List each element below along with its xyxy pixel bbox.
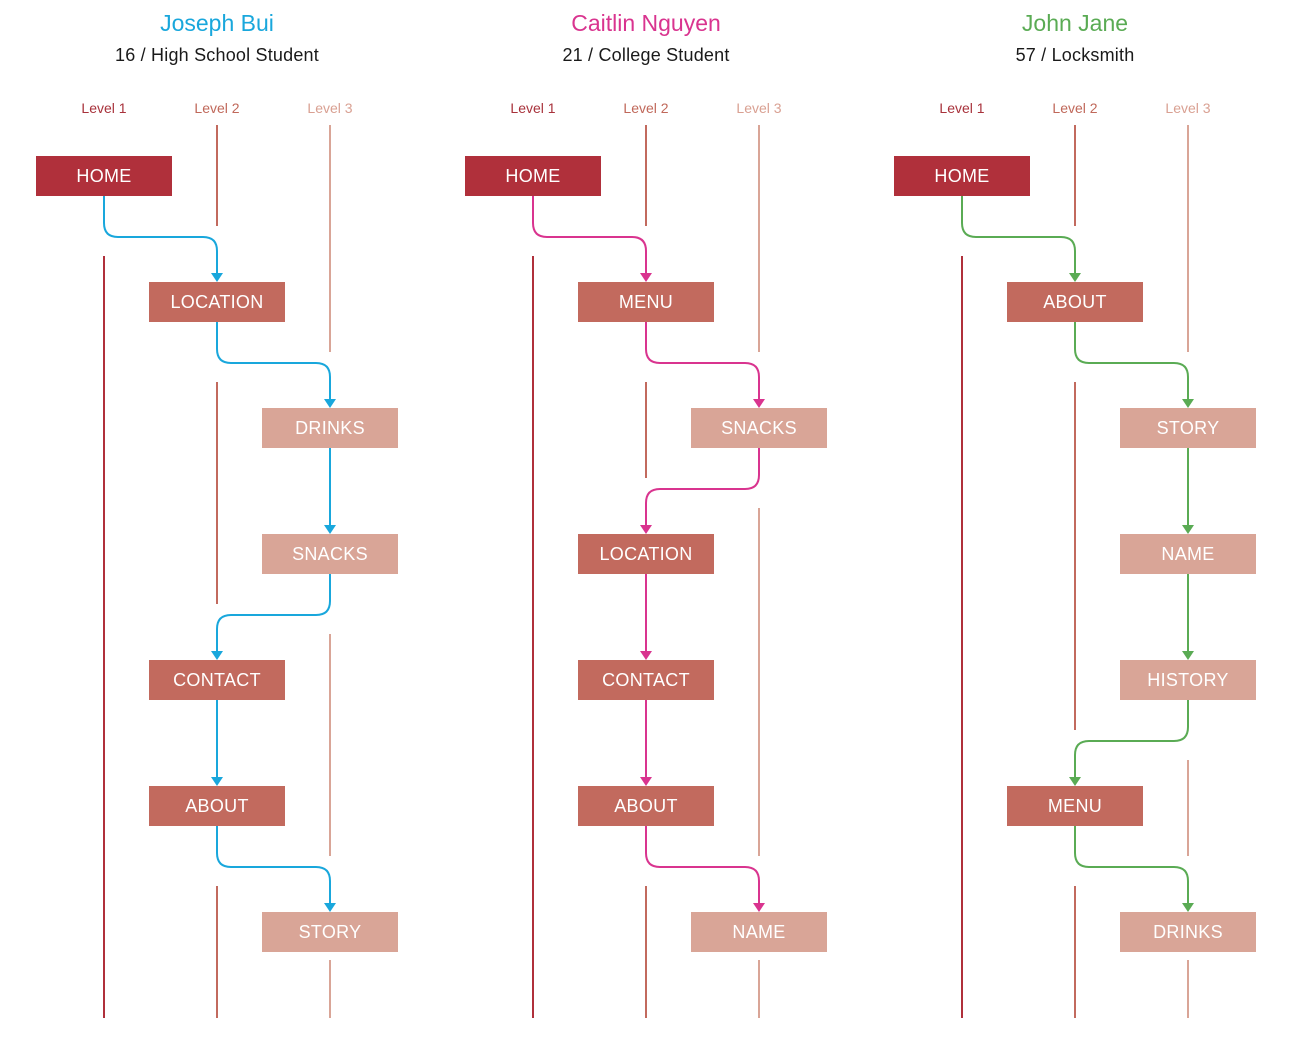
level-3-lane-line	[758, 960, 760, 1018]
page-node-contact: CONTACT	[578, 660, 714, 700]
page-node-history: HISTORY	[1120, 660, 1256, 700]
flow-connector	[645, 322, 760, 400]
arrowhead-icon	[1182, 399, 1194, 408]
arrowhead-icon	[1069, 273, 1081, 282]
persona-subtitle: 16 / High School Student	[115, 45, 319, 65]
level-2-lane-line	[645, 125, 647, 226]
flow-connector	[216, 826, 331, 904]
arrowhead-icon	[753, 399, 765, 408]
arrowhead-icon	[1182, 651, 1194, 660]
flow-connector	[216, 574, 331, 652]
page-node-story: STORY	[1120, 408, 1256, 448]
arrowhead-icon	[640, 273, 652, 282]
page-node-contact: CONTACT	[149, 660, 285, 700]
page-node-story: STORY	[262, 912, 398, 952]
flow-connector	[1074, 826, 1189, 904]
arrowhead-icon	[324, 525, 336, 534]
arrowhead-icon	[1182, 525, 1194, 534]
arrowhead-icon	[324, 399, 336, 408]
flow-connector	[103, 196, 218, 274]
arrowhead-icon	[324, 903, 336, 912]
persona-subtitle: 21 / College Student	[562, 45, 730, 65]
level-2-lane-line	[1074, 886, 1076, 1018]
level-2-lane-line	[216, 382, 218, 604]
flow-connector	[1074, 322, 1189, 400]
level-2-lane-line	[1074, 125, 1076, 226]
level-3-label: Level 3	[1165, 100, 1211, 116]
arrowhead-icon	[640, 525, 652, 534]
level-3-lane-line	[329, 960, 331, 1018]
level-1-lane-line	[103, 256, 105, 1018]
page-node-home: HOME	[36, 156, 172, 196]
page-node-home: HOME	[465, 156, 601, 196]
flow-connector	[961, 196, 1076, 274]
page-node-drinks: DRINKS	[262, 408, 398, 448]
arrowhead-icon	[1182, 903, 1194, 912]
level-3-lane-line	[1187, 960, 1189, 1018]
level-2-lane-line	[645, 886, 647, 1018]
arrowhead-icon	[211, 273, 223, 282]
level-3-lane-line	[329, 634, 331, 856]
level-3-label: Level 3	[736, 100, 782, 116]
page-node-menu: MENU	[578, 282, 714, 322]
arrowhead-icon	[753, 903, 765, 912]
page-node-menu: MENU	[1007, 786, 1143, 826]
level-2-label: Level 2	[1052, 100, 1098, 116]
page-node-snacks: SNACKS	[262, 534, 398, 574]
level-3-lane-line	[758, 508, 760, 856]
level-2-lane-line	[216, 886, 218, 1018]
arrowhead-icon	[1069, 777, 1081, 786]
level-1-label: Level 1	[939, 100, 985, 116]
flow-connector	[1074, 700, 1189, 778]
level-1-lane-line	[532, 256, 534, 1018]
persona-name: Caitlin Nguyen	[571, 10, 721, 36]
page-node-snacks: SNACKS	[691, 408, 827, 448]
page-node-drinks: DRINKS	[1120, 912, 1256, 952]
level-3-lane-line	[1187, 760, 1189, 856]
persona-name: John Jane	[1021, 10, 1129, 36]
page-node-home: HOME	[894, 156, 1030, 196]
flow-connector	[645, 826, 760, 904]
page-node-location: LOCATION	[149, 282, 285, 322]
page-node-location: LOCATION	[578, 534, 714, 574]
arrowhead-icon	[211, 651, 223, 660]
level-2-lane-line	[216, 125, 218, 226]
arrowhead-icon	[640, 777, 652, 786]
level-2-label: Level 2	[194, 100, 240, 116]
level-1-lane-line	[961, 256, 963, 1018]
level-2-lane-line	[645, 382, 647, 478]
page-node-about: ABOUT	[1007, 282, 1143, 322]
flow-connector	[532, 196, 647, 274]
persona-name: Joseph Bui	[160, 10, 274, 36]
page-node-about: ABOUT	[149, 786, 285, 826]
arrowhead-icon	[211, 777, 223, 786]
level-2-lane-line	[1074, 382, 1076, 730]
level-3-lane-line	[1187, 125, 1189, 352]
level-3-lane-line	[758, 125, 760, 352]
level-3-label: Level 3	[307, 100, 353, 116]
level-2-label: Level 2	[623, 100, 669, 116]
flow-connector	[645, 448, 760, 526]
flow-connector	[216, 322, 331, 400]
page-node-name: NAME	[691, 912, 827, 952]
level-1-label: Level 1	[510, 100, 556, 116]
page-node-about: ABOUT	[578, 786, 714, 826]
arrowhead-icon	[640, 651, 652, 660]
level-3-lane-line	[329, 125, 331, 352]
page-node-name: NAME	[1120, 534, 1256, 574]
persona-subtitle: 57 / Locksmith	[1015, 45, 1135, 65]
level-1-label: Level 1	[81, 100, 127, 116]
